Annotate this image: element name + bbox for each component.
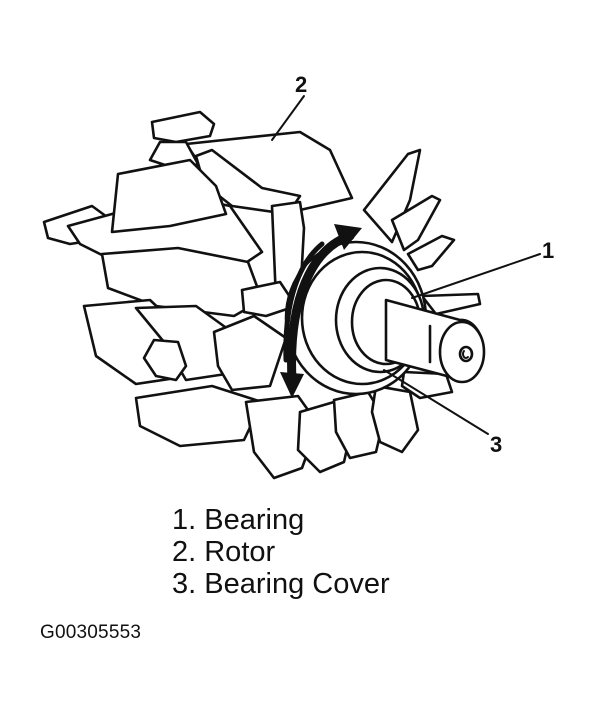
legend: 1. Bearing 2. Rotor 3. Bearing Cover <box>172 504 390 600</box>
legend-item-bearing: 1. Bearing <box>172 504 305 536</box>
leader-lines <box>271 95 541 435</box>
figure-code: G00305553 <box>40 622 142 643</box>
rotor-pole-finger <box>212 314 288 392</box>
rotor-pole-finger <box>362 148 422 244</box>
rotor-pole-finger <box>150 110 216 144</box>
leader-line-1 <box>411 253 541 299</box>
bearing-assembly <box>284 240 486 396</box>
rotation-arrowhead-top <box>334 224 362 250</box>
callout-3: 3 <box>490 432 502 457</box>
legend-item-rotor: 2. Rotor <box>172 536 276 568</box>
legend-item-bearing-cover: 3. Bearing Cover <box>172 568 390 600</box>
rotor-pole-finger <box>370 384 420 454</box>
rotation-arrow <box>283 231 355 385</box>
rotor-pole-finger <box>420 292 482 316</box>
rotor-pole-tab <box>240 280 298 318</box>
rotor-pole-finger <box>390 194 442 252</box>
rotor-pole-finger <box>134 384 264 448</box>
rotor-pole-finger <box>406 234 456 272</box>
rotor <box>42 110 482 480</box>
rotor-pole-finger <box>142 338 188 382</box>
callout-1: 1 <box>542 238 554 263</box>
rotation-arrowhead-bottom <box>280 372 304 398</box>
rotor-pole-finger <box>110 158 228 234</box>
leader-line-3 <box>383 369 489 435</box>
callout-2: 2 <box>295 72 307 97</box>
leader-line-2 <box>271 95 305 141</box>
